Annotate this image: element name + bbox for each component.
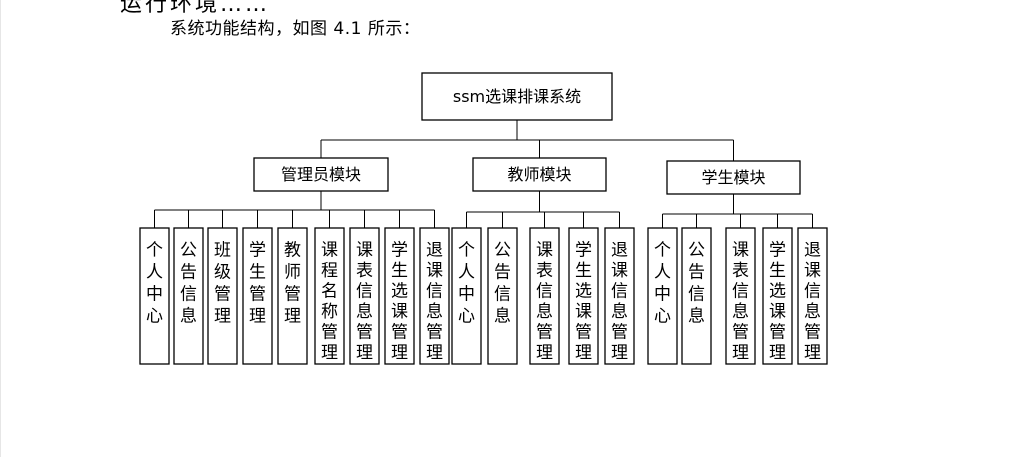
group-2-child-2-box [487, 227, 518, 365]
group-1-child-3-label: 班级管理 [214, 241, 231, 327]
group-2-child-2-label: 公告信息 [494, 241, 511, 327]
group-2-child-3-box [529, 227, 560, 365]
root-system-box [421, 72, 613, 121]
page-left-edge [0, 0, 1, 457]
group-1-child-3-box [207, 227, 238, 365]
group-1-child-9-box [419, 227, 450, 365]
group-2-child-5-box [604, 227, 635, 365]
group-1-child-6-box [314, 227, 345, 365]
group-2-child-4-label: 学生选课管理 [575, 241, 592, 364]
group-1-child-4-box [242, 227, 273, 365]
group-1-child-1-box [139, 227, 170, 365]
group-2-child-3-label: 课表信息管理 [536, 241, 553, 364]
group-1-child-2-box [173, 227, 204, 365]
diagram-boxes: ssm选课排课系统管理员模块个人中心公告信息班级管理学生管理教师管理课程名称管理… [139, 72, 828, 365]
group-3-label: 学生模块 [701, 168, 765, 187]
group-3-child-3-label: 课表信息管理 [732, 241, 749, 364]
group-2-label: 教师模块 [507, 165, 571, 184]
group-3-box [666, 160, 801, 195]
group-2-child-1-label: 个人中心 [458, 241, 475, 327]
group-3-child-5-box [797, 227, 828, 365]
group-1-child-7-box [349, 227, 380, 365]
group-1-child-7-label: 课表信息管理 [356, 241, 373, 364]
group-1-child-5-label: 教师管理 [284, 241, 301, 327]
group-1-child-2-label: 公告信息 [180, 241, 197, 327]
connector-lines [154, 120, 813, 228]
group-3-child-1-label: 个人中心 [654, 241, 671, 327]
group-3-child-2-box [681, 227, 712, 365]
cut-off-heading: 运行环境…… [120, 0, 271, 17]
group-1-child-9-label: 退课信息管理 [426, 241, 443, 364]
group-1-label: 管理员模块 [281, 165, 361, 184]
group-3-child-2-label: 公告信息 [688, 241, 705, 327]
group-3-child-4-box [762, 227, 793, 365]
group-1-child-8-label: 学生选课管理 [391, 241, 408, 364]
group-1-child-1-label: 个人中心 [146, 241, 163, 327]
group-3-child-3-box [725, 227, 756, 365]
group-3-child-4-label: 学生选课管理 [769, 241, 786, 364]
group-2-child-5-label: 退课信息管理 [611, 241, 628, 364]
root-system-label: ssm选课排课系统 [453, 87, 581, 106]
group-2-child-4-box [568, 227, 599, 365]
group-2-child-1-box [451, 227, 482, 365]
group-1-box [253, 157, 389, 192]
group-1-child-5-box [277, 227, 308, 365]
group-1-child-4-label: 学生管理 [249, 241, 266, 327]
group-1-child-8-box [384, 227, 415, 365]
group-1-child-6-label: 课程名称管理 [321, 241, 338, 364]
intro-paragraph: 系统功能结构，如图 4.1 所示： [170, 19, 421, 39]
group-3-child-5-label: 退课信息管理 [804, 241, 821, 364]
group-2-box [472, 157, 607, 192]
group-3-child-1-box [647, 227, 678, 365]
